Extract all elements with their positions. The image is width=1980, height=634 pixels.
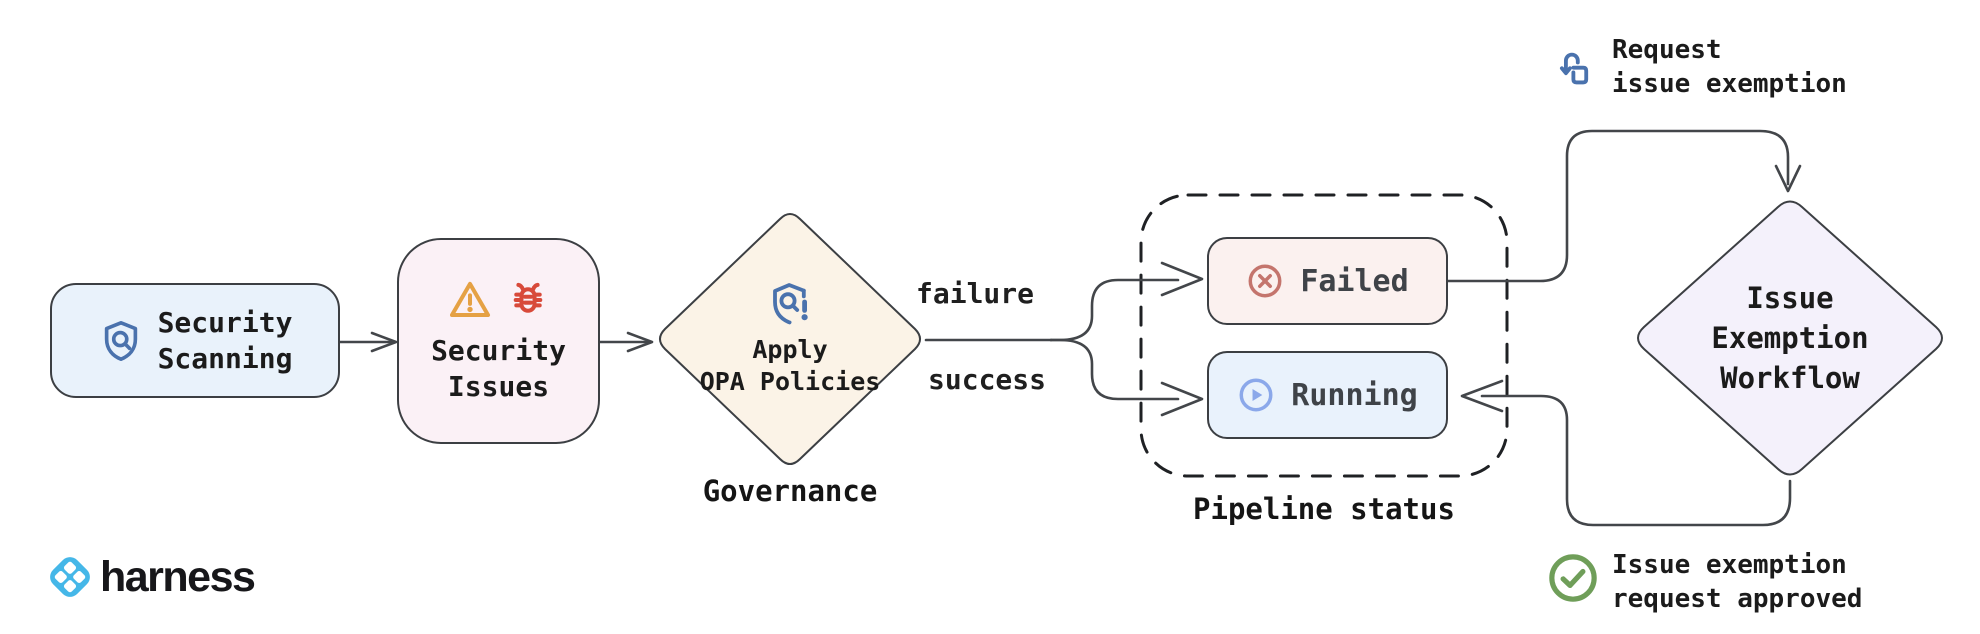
warning-triangle-icon	[447, 277, 493, 323]
arrowhead-issues	[370, 331, 398, 353]
node-running: Running	[1207, 351, 1448, 439]
label-line: Workflow	[1720, 361, 1860, 395]
circle-play-icon	[1237, 376, 1275, 414]
harness-logo-icon	[46, 553, 94, 601]
node-issue-exemption-workflow: Issue Exemption Workflow	[1630, 194, 1950, 482]
label-line: Security	[157, 305, 293, 339]
node-security-issues-label: Security Issues	[431, 333, 566, 405]
label-line: Issues	[447, 370, 550, 403]
edge-failure	[1049, 278, 1180, 342]
annotation-line: Issue exemption	[1612, 550, 1847, 580]
harness-wordmark: harness	[100, 552, 256, 601]
annotation-line: Request	[1612, 35, 1722, 65]
node-failed: Failed	[1207, 237, 1448, 325]
node-apply-opa-policies: Apply OPA Policies	[653, 207, 927, 471]
pipeline-status-container	[1139, 193, 1509, 478]
arrowhead-exemption	[1774, 164, 1802, 193]
circle-x-icon	[1246, 262, 1284, 300]
arrowhead-failed	[1160, 261, 1204, 297]
arrowhead-opa	[626, 331, 654, 353]
edge-failed-to-exemption	[1446, 129, 1790, 283]
caption-pipeline-status: Pipeline status	[1193, 492, 1455, 526]
shield-search-icon	[98, 318, 144, 364]
node-security-issues: Security Issues	[397, 238, 600, 444]
label-line: OPA Policies	[699, 367, 881, 396]
annotation-exemption-approved: Issue exemption request approved	[1612, 548, 1862, 616]
node-apply-opa-label: Apply OPA Policies	[700, 334, 881, 399]
security-issues-icons	[447, 277, 551, 323]
label-line: Issue	[1746, 280, 1834, 315]
arrowhead-running-return	[1460, 379, 1504, 413]
label-line: Security	[431, 334, 566, 368]
label-line: Apply	[752, 334, 828, 364]
edge-exemption-to-running	[1480, 394, 1792, 527]
node-security-scanning-label: Security Scanning	[158, 305, 293, 377]
exemption-diamond-shape	[1637, 200, 1943, 476]
opa-diamond-shape	[659, 213, 921, 465]
node-security-scanning: Security Scanning	[50, 283, 340, 398]
edge-label-success: success	[928, 363, 1047, 396]
annotation-line: request approved	[1612, 584, 1863, 614]
edge-success	[1049, 338, 1180, 401]
edge-label-failure: failure	[916, 277, 1035, 310]
node-running-label: Running	[1291, 377, 1418, 413]
node-issue-exemption-label: Issue Exemption Workflow	[1711, 278, 1868, 398]
harness-logo: harness	[46, 552, 256, 601]
node-failed-label: Failed	[1300, 263, 1409, 299]
hand-click-icon	[1550, 46, 1596, 92]
annotation-line: issue exemption	[1612, 69, 1847, 99]
arrowhead-running	[1160, 381, 1204, 417]
annotation-request-exemption: Request issue exemption	[1612, 33, 1847, 101]
caption-governance: Governance	[702, 474, 878, 508]
label-line: Exemption	[1711, 320, 1869, 355]
label-line: Scanning	[157, 341, 293, 375]
shield-alert-icon	[766, 280, 814, 328]
bug-icon	[505, 277, 551, 323]
circle-check-icon	[1546, 551, 1600, 605]
